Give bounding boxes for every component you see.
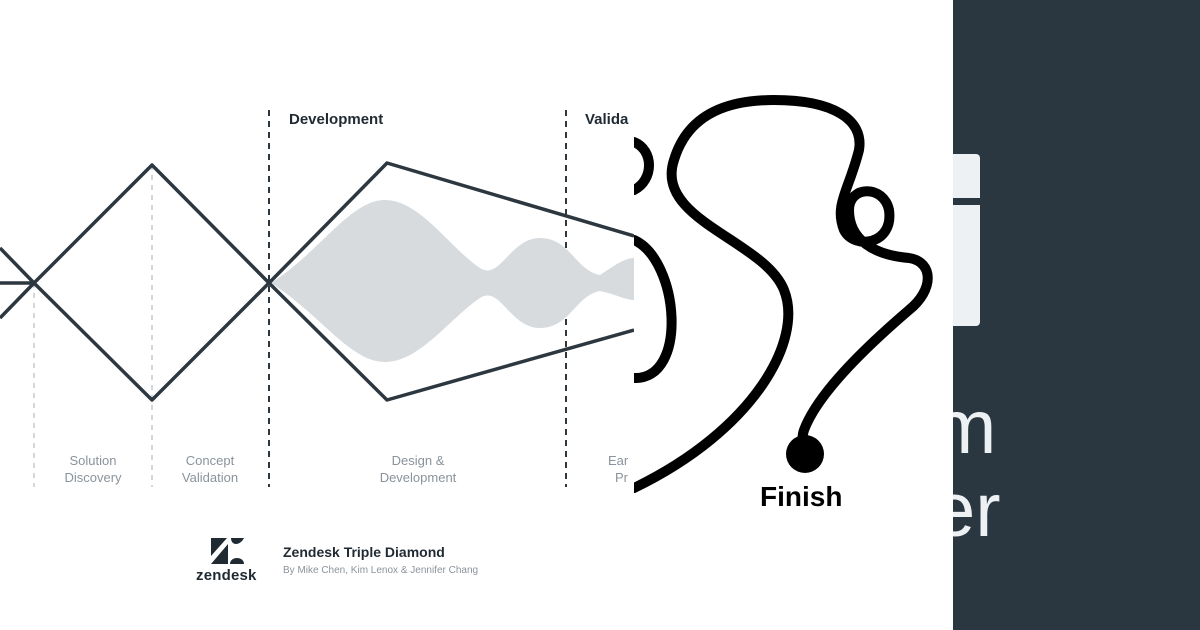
brand-title: Zendesk Triple Diamond xyxy=(283,544,445,560)
phase-label-0: n xyxy=(0,452,4,469)
diamond-outline-1 xyxy=(0,246,36,320)
squiggle-line-left xyxy=(634,137,654,195)
finish-label: Finish xyxy=(760,481,843,512)
triple-diamond-diagram: Development Valida n Solution Discovery … xyxy=(0,110,634,586)
dark-text-line-1: m xyxy=(953,385,997,470)
diamond-outline-3 xyxy=(267,161,634,402)
diamond-outline-2 xyxy=(32,163,271,402)
squiggle-main-line xyxy=(634,95,933,493)
dark-side-panel: m er xyxy=(953,0,1200,630)
phase-label-early: Ear Pr xyxy=(608,453,629,485)
squiggle-path-illustration: Finish xyxy=(634,0,953,630)
brand-authors: By Mike Chen, Kim Lenox & Jennifer Chang xyxy=(283,565,479,576)
phase-title-validation: Valida xyxy=(585,111,629,128)
zendesk-logo-icon xyxy=(211,538,244,564)
phase-label-design-development: Design & Development xyxy=(379,453,457,485)
dark-text-line-2: er xyxy=(953,468,1001,553)
card-divider xyxy=(953,198,980,205)
light-card-fragment xyxy=(953,154,980,326)
finish-dot xyxy=(786,435,824,473)
diagram-graphic xyxy=(0,110,634,487)
phase-label-concept-validation: Concept Validation xyxy=(181,453,239,485)
squiggle-graphic xyxy=(634,95,933,493)
brand-wordmark: zendesk xyxy=(196,567,257,584)
phase-label-solution-discovery: Solution Discovery xyxy=(64,453,122,485)
phase-title-development: Development xyxy=(289,111,384,128)
development-blob xyxy=(271,200,634,362)
squiggle-line-left-2 xyxy=(634,235,677,383)
brand-block: zendesk Zendesk Triple Diamond By Mike C… xyxy=(196,536,486,586)
